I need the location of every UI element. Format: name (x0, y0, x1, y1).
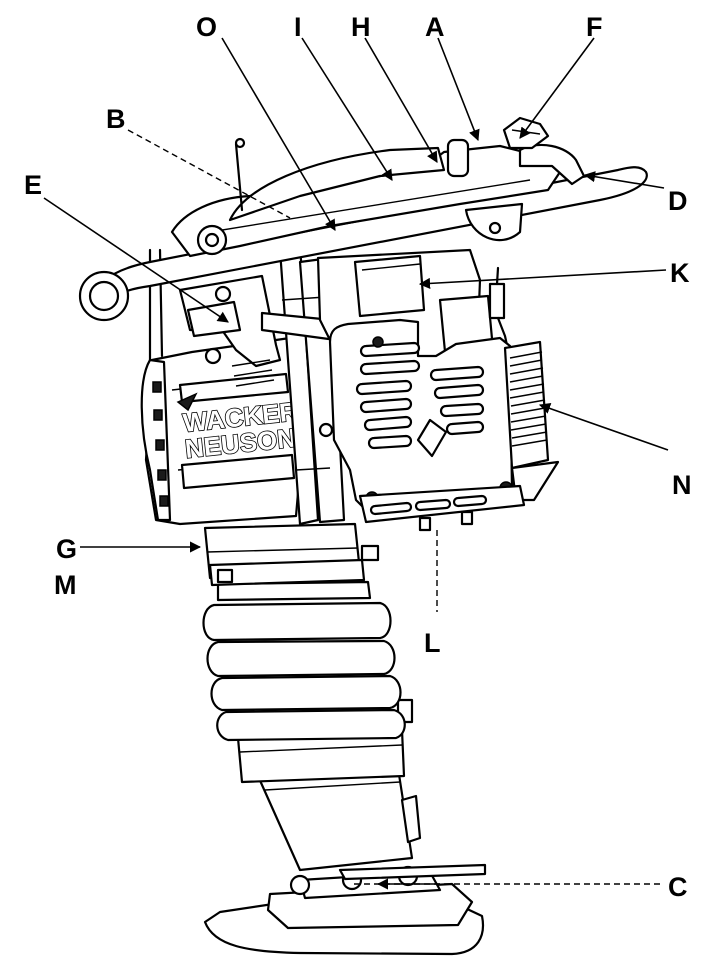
mount-plate (178, 274, 282, 387)
callout-e: E (24, 170, 42, 200)
callout-g: G (56, 534, 77, 564)
bellows (202, 580, 406, 742)
callout-n: N (672, 470, 692, 500)
callout-d: D (668, 186, 688, 216)
callout-k: K (670, 258, 690, 288)
handle-assembly (78, 116, 648, 322)
callout-labels: O I H A F B E D K N G M L C (24, 12, 692, 902)
callout-i: I (294, 12, 302, 42)
callout-leaders (43, 37, 669, 890)
rammer-illustration: WACKER NEUSON (78, 116, 648, 956)
callout-l: L (424, 628, 441, 658)
collar (203, 522, 380, 587)
engine-guard (318, 318, 514, 516)
callout-c: C (668, 872, 688, 902)
callout-b: B (106, 104, 126, 134)
shoe-plate (203, 863, 487, 956)
lower-leg (236, 698, 422, 872)
callout-o: O (196, 12, 217, 42)
brand-logo-line2: NEUSON (183, 423, 297, 464)
starter-fins (503, 340, 560, 502)
engine-tray (358, 484, 526, 532)
callout-m: M (54, 570, 77, 600)
callout-a: A (425, 12, 445, 42)
main-housing: WACKER NEUSON (140, 336, 302, 526)
callout-h: H (351, 12, 371, 42)
callout-f: F (586, 12, 603, 42)
